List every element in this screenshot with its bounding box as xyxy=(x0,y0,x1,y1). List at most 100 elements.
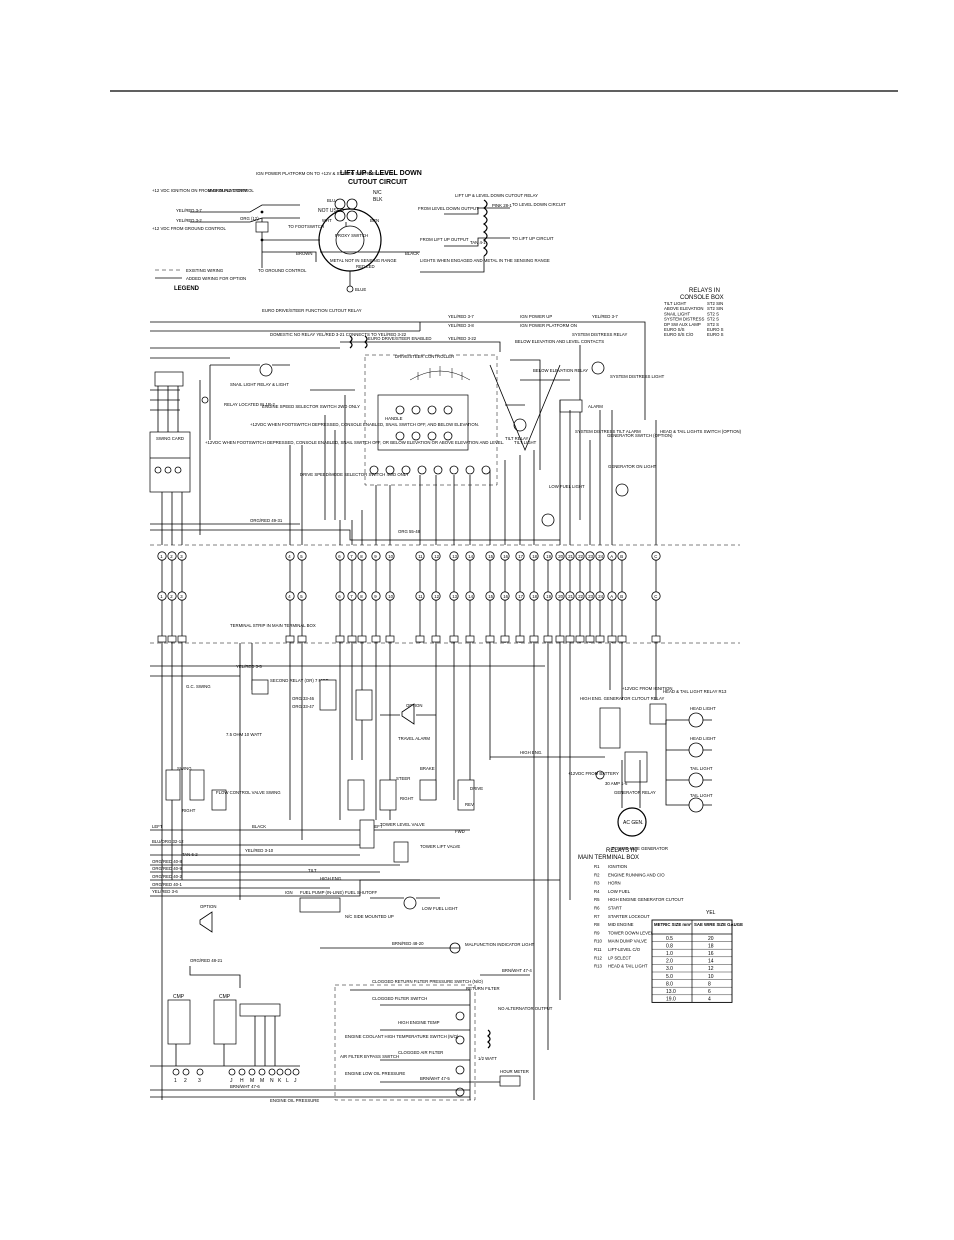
terminal-top-label: 17 xyxy=(518,554,523,559)
terminal-block xyxy=(500,635,510,643)
yel-red-32-label: YEL/RED 3-2 xyxy=(176,218,202,223)
to-ground-label: TO GROUND CONTROL xyxy=(258,268,307,273)
engine-oil-label: ENGINE OIL PRESSURE xyxy=(270,1098,319,1103)
to-lift-label: TO LIFT UP CIRCUIT xyxy=(512,236,554,241)
bottom-terminal-circle xyxy=(172,1068,180,1076)
terminal-bottom-label: 5 xyxy=(300,594,303,599)
main-relay-id: R10 xyxy=(594,939,602,944)
fifteen-ohm-label: 7.5 OHM 10 WATT xyxy=(226,732,262,737)
tower-lift-label: TOWER LIFT VALVE xyxy=(420,844,460,849)
main-relay-name: LOW FUEL xyxy=(608,889,631,894)
terminal-block xyxy=(515,635,525,643)
lift-circuit-title-2: CUTOUT CIRCUIT xyxy=(348,179,408,186)
bottom-terminal-label: M xyxy=(250,1078,254,1084)
wire-table-col-sae: SAE WIRE SIZE GAUGE xyxy=(694,922,743,927)
hour-meter-label: HOUR METER xyxy=(500,1069,529,1074)
system-distress-light-label: SYSTEM DISTRESS LIGHT xyxy=(610,374,665,379)
steer-right-label: RIGHT xyxy=(400,796,414,801)
main-relay-id: R12 xyxy=(594,955,602,960)
terminal-top-label: 2 xyxy=(170,554,173,559)
air-filter-label: AIR FILTER BYPASS SWITCH xyxy=(340,1054,399,1059)
red-led-label: RED LED xyxy=(356,264,375,269)
high-eng-2-label: HIGH ENG. xyxy=(320,876,342,881)
wire-table-gauge-cell: 6 xyxy=(708,989,711,995)
black-label: BLACK xyxy=(405,251,419,256)
swing-left-label: LEFT xyxy=(152,824,163,829)
terminal-block xyxy=(565,635,575,643)
ign-label: IGN xyxy=(285,890,293,895)
terminal-top-label: 12 xyxy=(434,554,439,559)
main-relay-id: R5 xyxy=(594,897,600,902)
option-label-1: OPTION xyxy=(406,703,422,708)
gc-swing-label: G.C. SWING xyxy=(186,684,211,689)
terminal-top-label: 22 xyxy=(578,554,583,559)
clogged-filter-label: CLOGGED FILTER SWITCH xyxy=(372,996,427,1001)
yel-red-37-right: YEL/RED 3-7 xyxy=(592,314,618,319)
cutout-relay-label: LIFT UP & LEVEL DOWN CUTOUT RELAY xyxy=(455,193,538,198)
bottom-terminal-circle xyxy=(284,1068,292,1076)
yel-red-322-label: YEL/RED 3-22 xyxy=(448,336,477,341)
terminal-block xyxy=(347,635,357,643)
low-fuel-light-lower: LOW FUEL LIGHT xyxy=(422,906,458,911)
sys-distress-alarm-label: SYSTEM DISTRESS TILT ALARM xyxy=(575,429,641,434)
terminal-top-label: 7 xyxy=(350,554,353,559)
org-red-402-label: ORG/RED 40-2 xyxy=(152,874,182,879)
plus12-from-note: +12 VDC FROM GROUND CONTROL xyxy=(152,226,227,231)
tilt-relay-label: TILT RELAY xyxy=(505,436,529,441)
wht-label: WHT xyxy=(322,218,332,223)
terminal-block xyxy=(465,635,475,643)
main-relay-name: MID ENGINE xyxy=(608,922,634,927)
wire-table-gauge-cell: 16 xyxy=(708,951,714,957)
terminal-block xyxy=(177,635,187,643)
tilt-light-label: TILT LIGHT xyxy=(514,440,537,445)
terminal-top-label: 24 xyxy=(598,554,603,559)
clogged-air-label: CLOGGED AIR FILTER xyxy=(398,1050,443,1055)
main-relay-id: R8 xyxy=(594,922,600,927)
main-relay-name: HEAD & TAIL LIGHT xyxy=(608,964,648,969)
fuel-pump-label: FUEL PUMP (IN-LINE) FUEL SHUTOFF xyxy=(300,890,377,895)
terminal-bottom-label: 18 xyxy=(532,594,537,599)
bottom-terminal-circle xyxy=(248,1068,256,1076)
power-gen-label: POWER-MITE GENERATOR xyxy=(612,846,668,851)
main-relay-name: START xyxy=(608,906,622,911)
drive-selector-label: DRIVE SPEED/MODE SELECTOR SWITCH 4WD ONL… xyxy=(300,472,409,477)
bottom-terminal-label: H xyxy=(240,1078,244,1084)
option-label-2: OPTION xyxy=(200,904,216,909)
console-relay-id: ST2 S xyxy=(707,322,719,327)
wire-table-gauge-cell: 12 xyxy=(708,966,714,972)
drive-steer-label: DRIVE/STEER CONTROLLER xyxy=(395,354,454,359)
console-relay-name: EURO S/S C/O xyxy=(664,332,694,337)
handle-label: HANDLE xyxy=(385,416,403,421)
swing-label: SWING xyxy=(177,766,192,771)
low-fuel-light-label: LOW FUEL LIGHT xyxy=(549,484,585,489)
terminal-block xyxy=(555,635,565,643)
terminal-top-label: C xyxy=(654,554,657,559)
terminal-bottom-label: A xyxy=(610,594,613,599)
org-red-4931-label: ORG/RED 49-31 xyxy=(250,518,283,523)
blk-label: BLK xyxy=(373,197,383,203)
return-filter-label: RETURN FILTER xyxy=(466,986,500,991)
terminal-top-label: 15 xyxy=(488,554,493,559)
steer-label: STEER xyxy=(396,776,410,781)
bottom-terminal-circle xyxy=(182,1068,190,1076)
terminal-block xyxy=(617,635,627,643)
console-relay-name: SNAIL LIGHT xyxy=(664,311,690,316)
bottom-terminal-circle xyxy=(268,1068,276,1076)
head-tail-switch-label: HEAD & TAIL LIGHTS SWITCH (OPTION) xyxy=(660,429,742,434)
wire-table-gauge-cell: 14 xyxy=(708,959,714,965)
tail-light-1-label: TAIL LIGHT xyxy=(690,766,713,771)
main-relay-name: LIFT-LEVEL C/O xyxy=(608,947,641,952)
org-red-409-label: ORG/RED 40-9 xyxy=(152,866,182,871)
terminal-bottom-label: 20 xyxy=(558,594,563,599)
terminal-block xyxy=(595,635,605,643)
terminal-block xyxy=(335,635,345,643)
bottom-terminal-circle xyxy=(292,1068,300,1076)
nc-side-label: N/C SIDE MOUNTED UP xyxy=(345,914,394,919)
clogged-return-label: CLOGGED RETURN FILTER PRESSURE SWITCH (N… xyxy=(372,979,483,984)
console-relay-name: DP SW AUX LAMP xyxy=(664,322,701,327)
main-relay-name: TOWER DOWN LEVEL xyxy=(608,930,654,935)
